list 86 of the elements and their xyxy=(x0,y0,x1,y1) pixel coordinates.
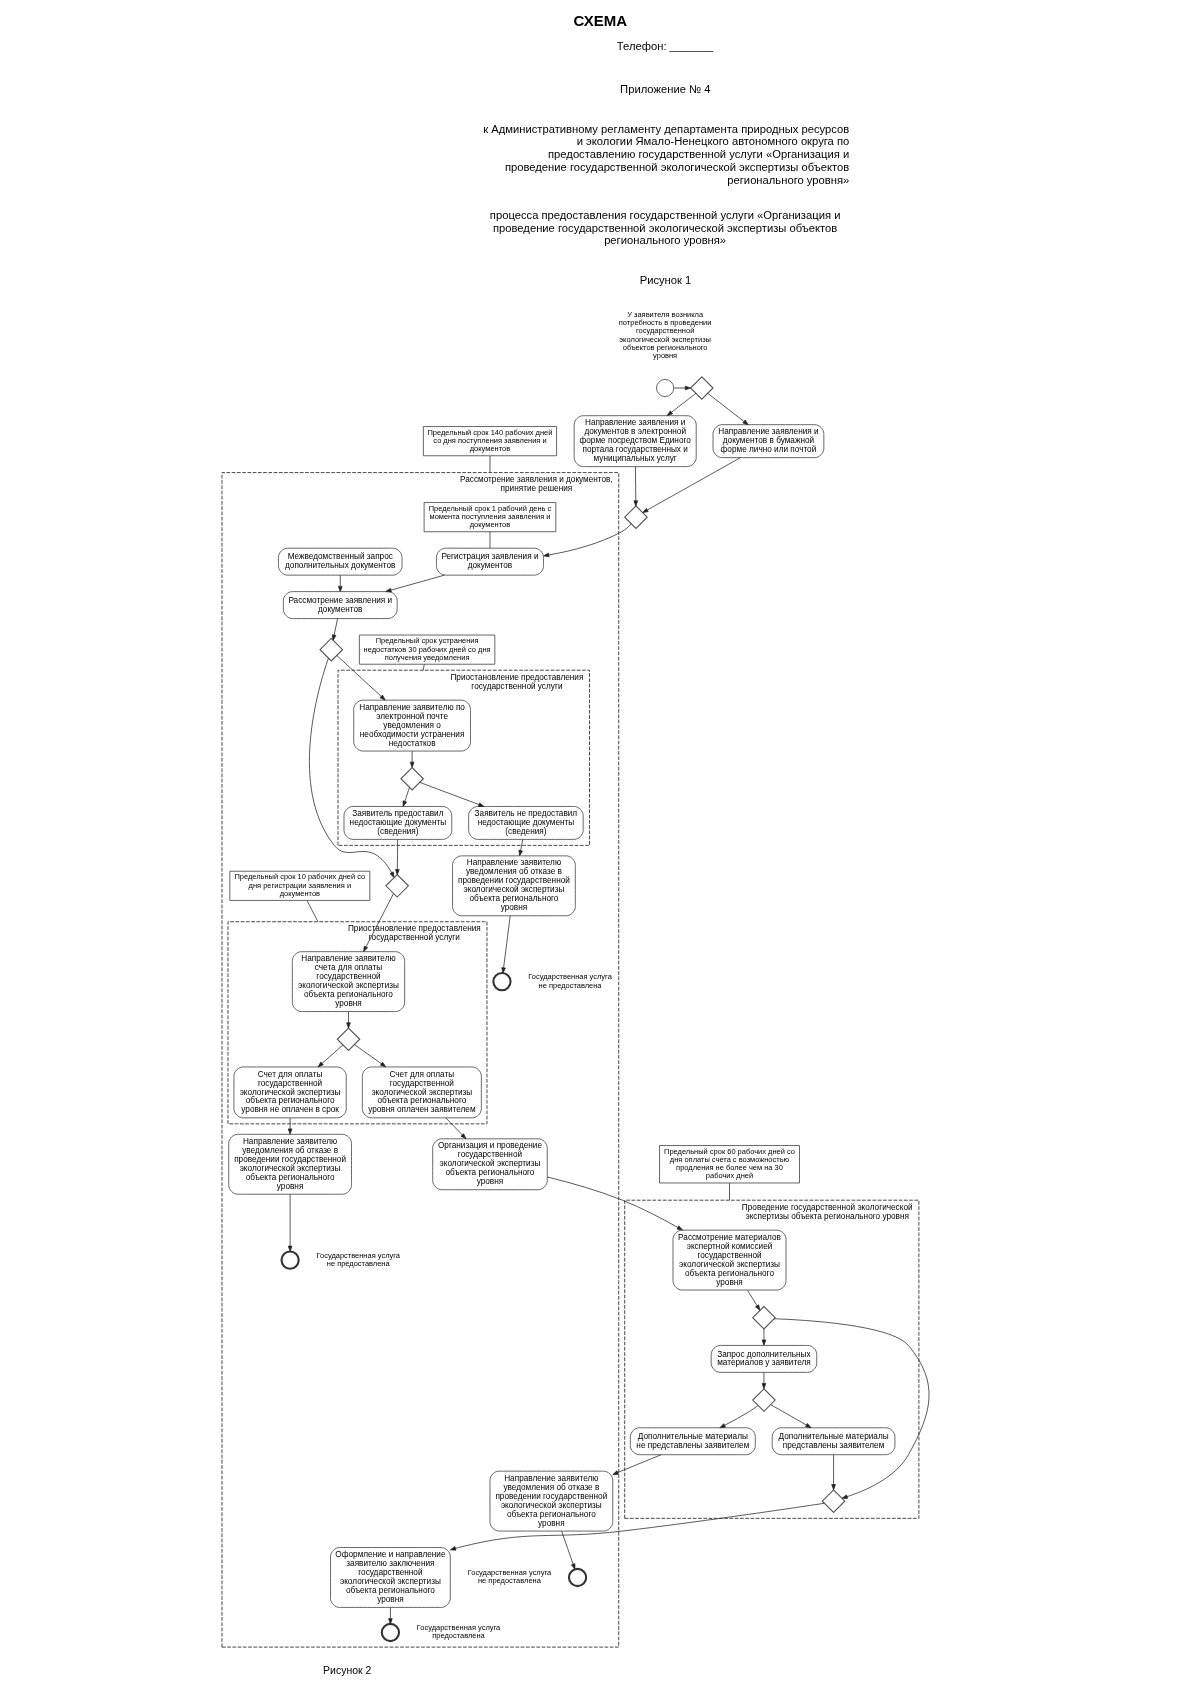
arrow xyxy=(449,1502,825,1551)
node-box: Запрос дополнительных материалов у заявителя xyxy=(710,1345,817,1373)
node-box: Заявитель не предоставил недостающие документы (сведения) xyxy=(467,806,584,840)
node-box: Рассмотрение материалов экспертной комиссией государственной экологической экспертизы объекта регионального уровня xyxy=(672,1229,786,1291)
arrow xyxy=(394,839,400,876)
arrow xyxy=(409,750,414,768)
node-box: Предельный срок 1 рабочий день с момента поступления заявления и документов xyxy=(423,502,556,533)
node-circle xyxy=(279,1250,300,1270)
arrow xyxy=(335,655,386,701)
node-box: Рассмотрение заявления и документов xyxy=(282,591,398,619)
arrow xyxy=(560,1530,575,1570)
node-box: Предельный срок 140 рабочих дней со дня поступления заявления и документов xyxy=(422,426,557,457)
node-diamond xyxy=(689,376,714,401)
arrow xyxy=(673,385,691,391)
node-diamond xyxy=(399,766,424,791)
node-circle xyxy=(491,971,512,992)
connector xyxy=(422,664,425,671)
node-diamond xyxy=(335,1027,360,1052)
arrow xyxy=(761,1328,766,1346)
label: Рисунок 2 xyxy=(322,1664,371,1676)
node-box: Заявитель предоставил недостающие документы (сведения) xyxy=(343,806,452,840)
arrow xyxy=(770,1404,811,1428)
arrow xyxy=(331,618,338,641)
node-diamond xyxy=(318,637,343,662)
node-box: Направление заявителю уведомления об отказе в проведении государственной экологической экспертизы объекта регионального уровня xyxy=(489,1470,613,1532)
arrow xyxy=(517,839,523,857)
arrow xyxy=(542,523,632,558)
node-circle xyxy=(567,1567,587,1588)
node-box: Дополнительные материалы представлены заявителем xyxy=(771,1427,895,1456)
arrow xyxy=(384,574,445,593)
arrow xyxy=(317,1044,343,1068)
node-box: Предельный срок 60 рабочих дней со дня оплаты счета с возможностью продления не более чем на 30 рабочих дней xyxy=(658,1145,800,1184)
label: Приложение № 4 xyxy=(619,83,710,96)
connector xyxy=(728,1182,730,1201)
connector xyxy=(489,455,490,473)
node-box: Направление заявителю счета для оплаты государственной экологической экспертизы объекта регионального уровня xyxy=(291,951,405,1012)
node-box: Направление заявления и документов в бумажной форме лично или почтой xyxy=(712,424,824,458)
node-box: Организация и проведение государственной экологической экспертизы объекта регионального уровня xyxy=(431,1138,548,1191)
arrow xyxy=(362,893,394,952)
arrow xyxy=(641,457,741,513)
node-label: Государственная услуга не предоставлена xyxy=(315,1250,400,1269)
node-box: Направление заявителю уведомления об отказе в проведении государственной экологической экспертизы объекта регионального уровня xyxy=(227,1133,352,1195)
arrow xyxy=(666,392,696,416)
node-box: Предельный срок устранения недостатков 30 рабочих дней со дня получения уведомления xyxy=(358,634,495,665)
node-circle xyxy=(655,379,674,397)
arrow xyxy=(546,1176,683,1231)
arrow xyxy=(746,1289,760,1311)
arrow xyxy=(345,1011,351,1029)
label: Телефон: _______ xyxy=(616,40,713,53)
arrow xyxy=(611,1454,661,1475)
node-box: Дополнительные материалы не представлены заявителем xyxy=(629,1427,756,1456)
arrow xyxy=(719,1405,758,1429)
node-label: Государственная услуга не предоставлена xyxy=(467,1568,551,1586)
node-box: Оформление и направление заявителю заключения государственной экологической экспертизы объекта регионального уровня xyxy=(329,1547,451,1608)
node-label: У заявителя возникла потребность в проведении государственной экологической экспертизы объектов регионального уровня xyxy=(618,309,711,361)
label: Рисунок 1 xyxy=(639,273,691,286)
arrow xyxy=(706,392,748,426)
arrow xyxy=(419,782,484,807)
diagram-title: СХЕМА xyxy=(573,11,627,29)
node-box: Счет для оплаты государственной экологической экспертизы объекта регионального уровня не оплачен в срок xyxy=(233,1066,347,1119)
node-label: Государственная услуга предоставлена xyxy=(416,1623,500,1641)
arrow xyxy=(308,657,394,878)
label: процесса предоставления государственной услуги «Организация и проведение государственной экологической экспертизы объектов регионального уровня» xyxy=(489,208,840,247)
node-box: Предельный срок 10 рабочих дней со дня регистрации заявления и документов xyxy=(228,870,370,901)
arrow xyxy=(387,1607,393,1625)
node-box: Счет для оплаты государственной экологической экспертизы объекта регионального уровня оплачен заявителем xyxy=(361,1066,482,1119)
connector xyxy=(306,900,318,923)
node-box: Направление заявителю уведомления об отказе в проведении государственной экологической экспертизы объекта регионального уровня xyxy=(451,855,576,917)
node-circle xyxy=(380,1622,400,1643)
label: к Административному регламенту департамента природных ресурсов и экологии Ямало-Ненецкого автономного округа по предоставлению государственной услуги «Организация и проведение государственной экологической экспертизы объектов регионального уровня» xyxy=(482,122,849,186)
arrow xyxy=(287,1193,292,1252)
node-box: Регистрация заявления и документов xyxy=(435,547,544,576)
arrow xyxy=(353,1044,386,1068)
arrow xyxy=(761,1372,766,1390)
node-box: Межведомственный запрос дополнительных документов xyxy=(277,547,402,576)
node-label: Государственная услуга не предоставлена xyxy=(527,972,612,990)
node-box: Направление заявления и документов в электронной форме посредством Единого портала государственных и муниципальных услуг xyxy=(573,415,697,467)
arrow xyxy=(287,1117,292,1135)
arrow xyxy=(500,915,511,974)
arrow xyxy=(830,1454,836,1491)
arrow xyxy=(402,787,410,807)
arrow xyxy=(445,1117,466,1140)
node-box: Направление заявителю по электронной почте уведомления о необходимости устранения недостатков xyxy=(352,699,471,752)
arrow xyxy=(633,466,638,507)
node-diamond xyxy=(751,1388,776,1413)
arrow xyxy=(337,574,342,592)
